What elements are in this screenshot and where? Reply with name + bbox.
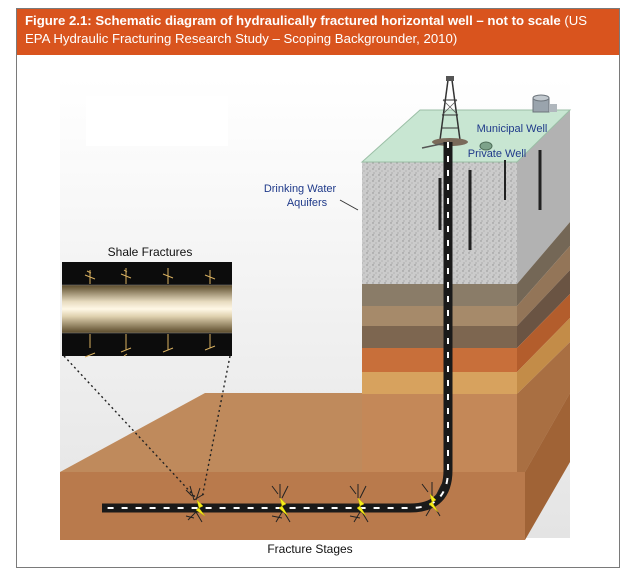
fracture-stage-4 (421, 482, 443, 517)
wellbore (102, 142, 453, 513)
shale-fractures-label: Shale Fractures (108, 245, 193, 259)
fracture-stages-label: Fracture Stages (267, 542, 352, 556)
aquifer-leader-line (339, 199, 359, 211)
inset-callout-lines (63, 355, 231, 499)
private-well-label: Private Well (468, 148, 526, 160)
municipal-well-label: Municipal Well (477, 123, 548, 135)
fracture-stage-2 (271, 484, 291, 523)
shale-fractures-inset (62, 262, 232, 358)
water-wells (438, 150, 542, 250)
rock-block-side (517, 110, 570, 472)
fracture-stage-3 (349, 484, 369, 523)
ground-surface (360, 109, 572, 163)
drinking-water-label-line1: Drinking Water (264, 183, 337, 195)
figure-caption: Figure 2.1: Schematic diagram of hydraul… (17, 9, 619, 55)
blank-box (86, 96, 228, 146)
figure-title: Figure 2.1: Schematic diagram of hydraul… (25, 13, 561, 28)
shale-floor-side (525, 393, 570, 540)
municipal-tank-icon (532, 94, 557, 113)
figure-source: (US EPA Hydraulic Fracturing Research St… (25, 13, 588, 46)
fracture-stage-1 (185, 485, 206, 523)
rock-block-front (362, 162, 517, 472)
private-well-icon (479, 141, 493, 151)
drinking-water-label-line2: Aquifers (287, 197, 328, 209)
